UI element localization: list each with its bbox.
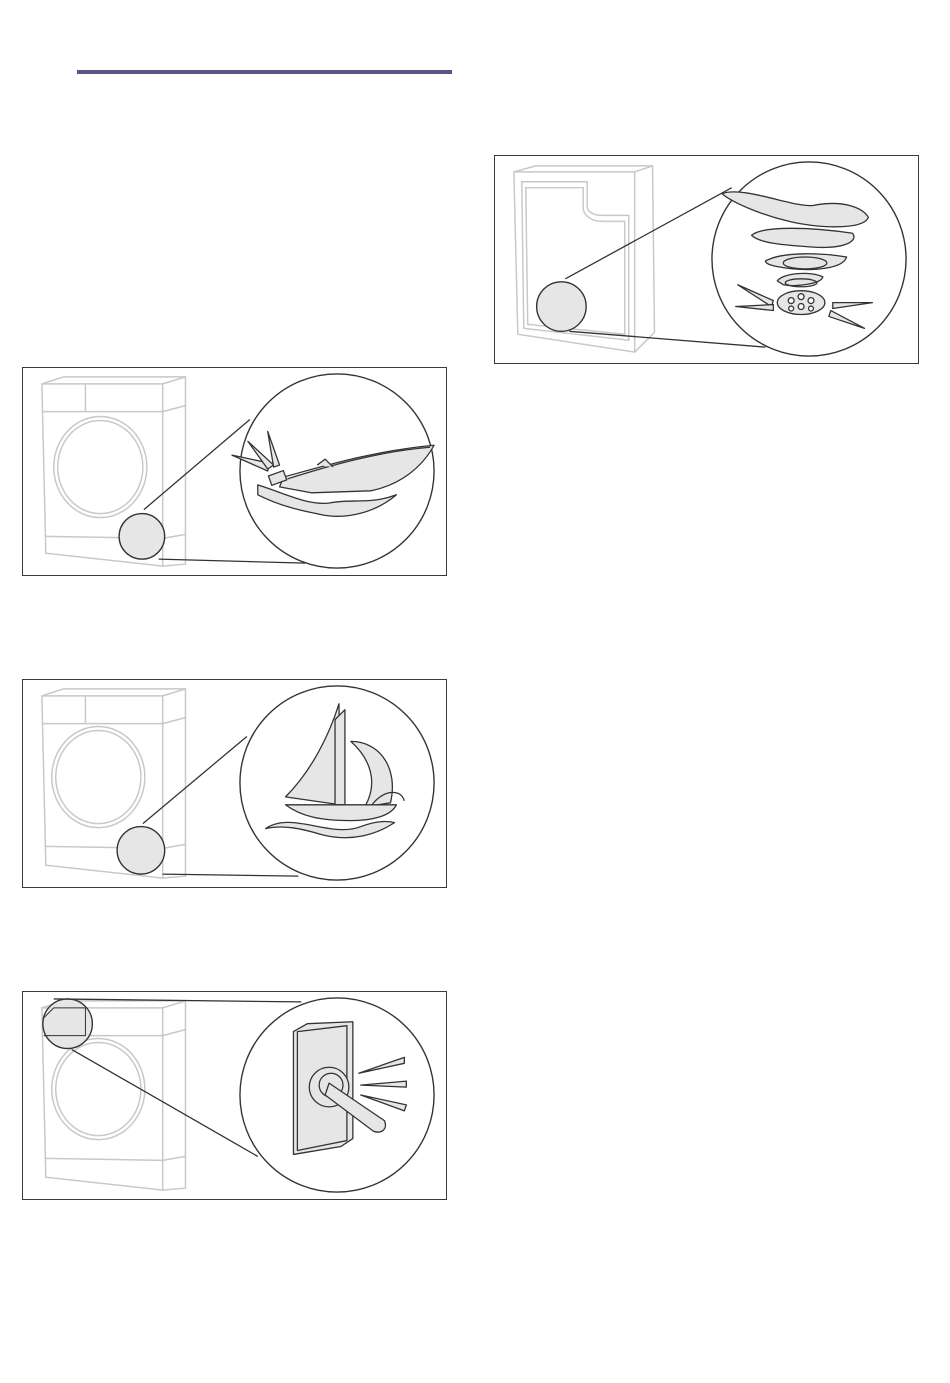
zoom-marker: [537, 282, 587, 332]
figure-toggle-switch: [22, 991, 447, 1200]
drain-illustration: [495, 156, 918, 363]
transport-lock-illustration: [23, 368, 446, 575]
figure-transport-lock: [22, 367, 447, 576]
figure-drain: [494, 155, 919, 364]
sailboat-illustration: [23, 680, 446, 887]
switch-illustration: [23, 992, 446, 1199]
zoom-marker: [117, 827, 165, 875]
zoom-marker: [119, 514, 165, 560]
figure-sailboat: [22, 679, 447, 888]
appliance-side-view: [514, 166, 655, 352]
section-heading-rule: [77, 70, 452, 74]
